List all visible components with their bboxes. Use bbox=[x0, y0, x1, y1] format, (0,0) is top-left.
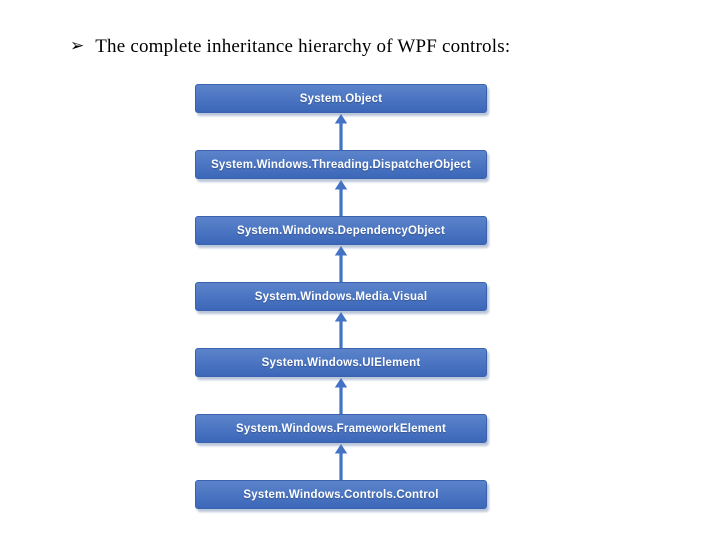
up-arrow-icon bbox=[334, 377, 348, 414]
slide-title-text: The complete inheritance hierarchy of WP… bbox=[95, 36, 511, 57]
hierarchy-node-label: System.Windows.Media.Visual bbox=[254, 290, 428, 303]
up-arrow-icon bbox=[334, 179, 348, 216]
hierarchy-node: System.Object bbox=[195, 84, 487, 113]
hierarchy-node: System.Windows.FrameworkElement bbox=[195, 414, 487, 443]
hierarchy-node-label: System.Object bbox=[299, 92, 383, 105]
hierarchy-node-label: System.Windows.FrameworkElement bbox=[236, 422, 446, 435]
hierarchy-node-label: System.Windows.Threading.DispatcherObjec… bbox=[211, 158, 471, 171]
hierarchy-node-label: System.Windows.Controls.Control bbox=[243, 488, 439, 501]
hierarchy-node: System.Windows.DependencyObject bbox=[195, 216, 487, 245]
hierarchy-node: System.Windows.Controls.Control bbox=[195, 480, 487, 509]
slide-title: ➢ The complete inheritance hierarchy of … bbox=[70, 36, 510, 58]
up-arrow-icon bbox=[334, 443, 348, 480]
hierarchy-node-label: System.Windows.UIElement bbox=[261, 356, 421, 369]
up-arrow-icon bbox=[334, 113, 348, 150]
hierarchy-node: System.Windows.Media.Visual bbox=[195, 282, 487, 311]
inheritance-hierarchy-diagram: System.Object System.Windows.Threading.D… bbox=[195, 84, 487, 509]
arrowhead-bullet-icon: ➢ bbox=[70, 36, 85, 56]
up-arrow-icon bbox=[334, 245, 348, 282]
hierarchy-node: System.Windows.Threading.DispatcherObjec… bbox=[195, 150, 487, 179]
hierarchy-node-label: System.Windows.DependencyObject bbox=[236, 224, 446, 237]
hierarchy-node: System.Windows.UIElement bbox=[195, 348, 487, 377]
up-arrow-icon bbox=[334, 311, 348, 348]
